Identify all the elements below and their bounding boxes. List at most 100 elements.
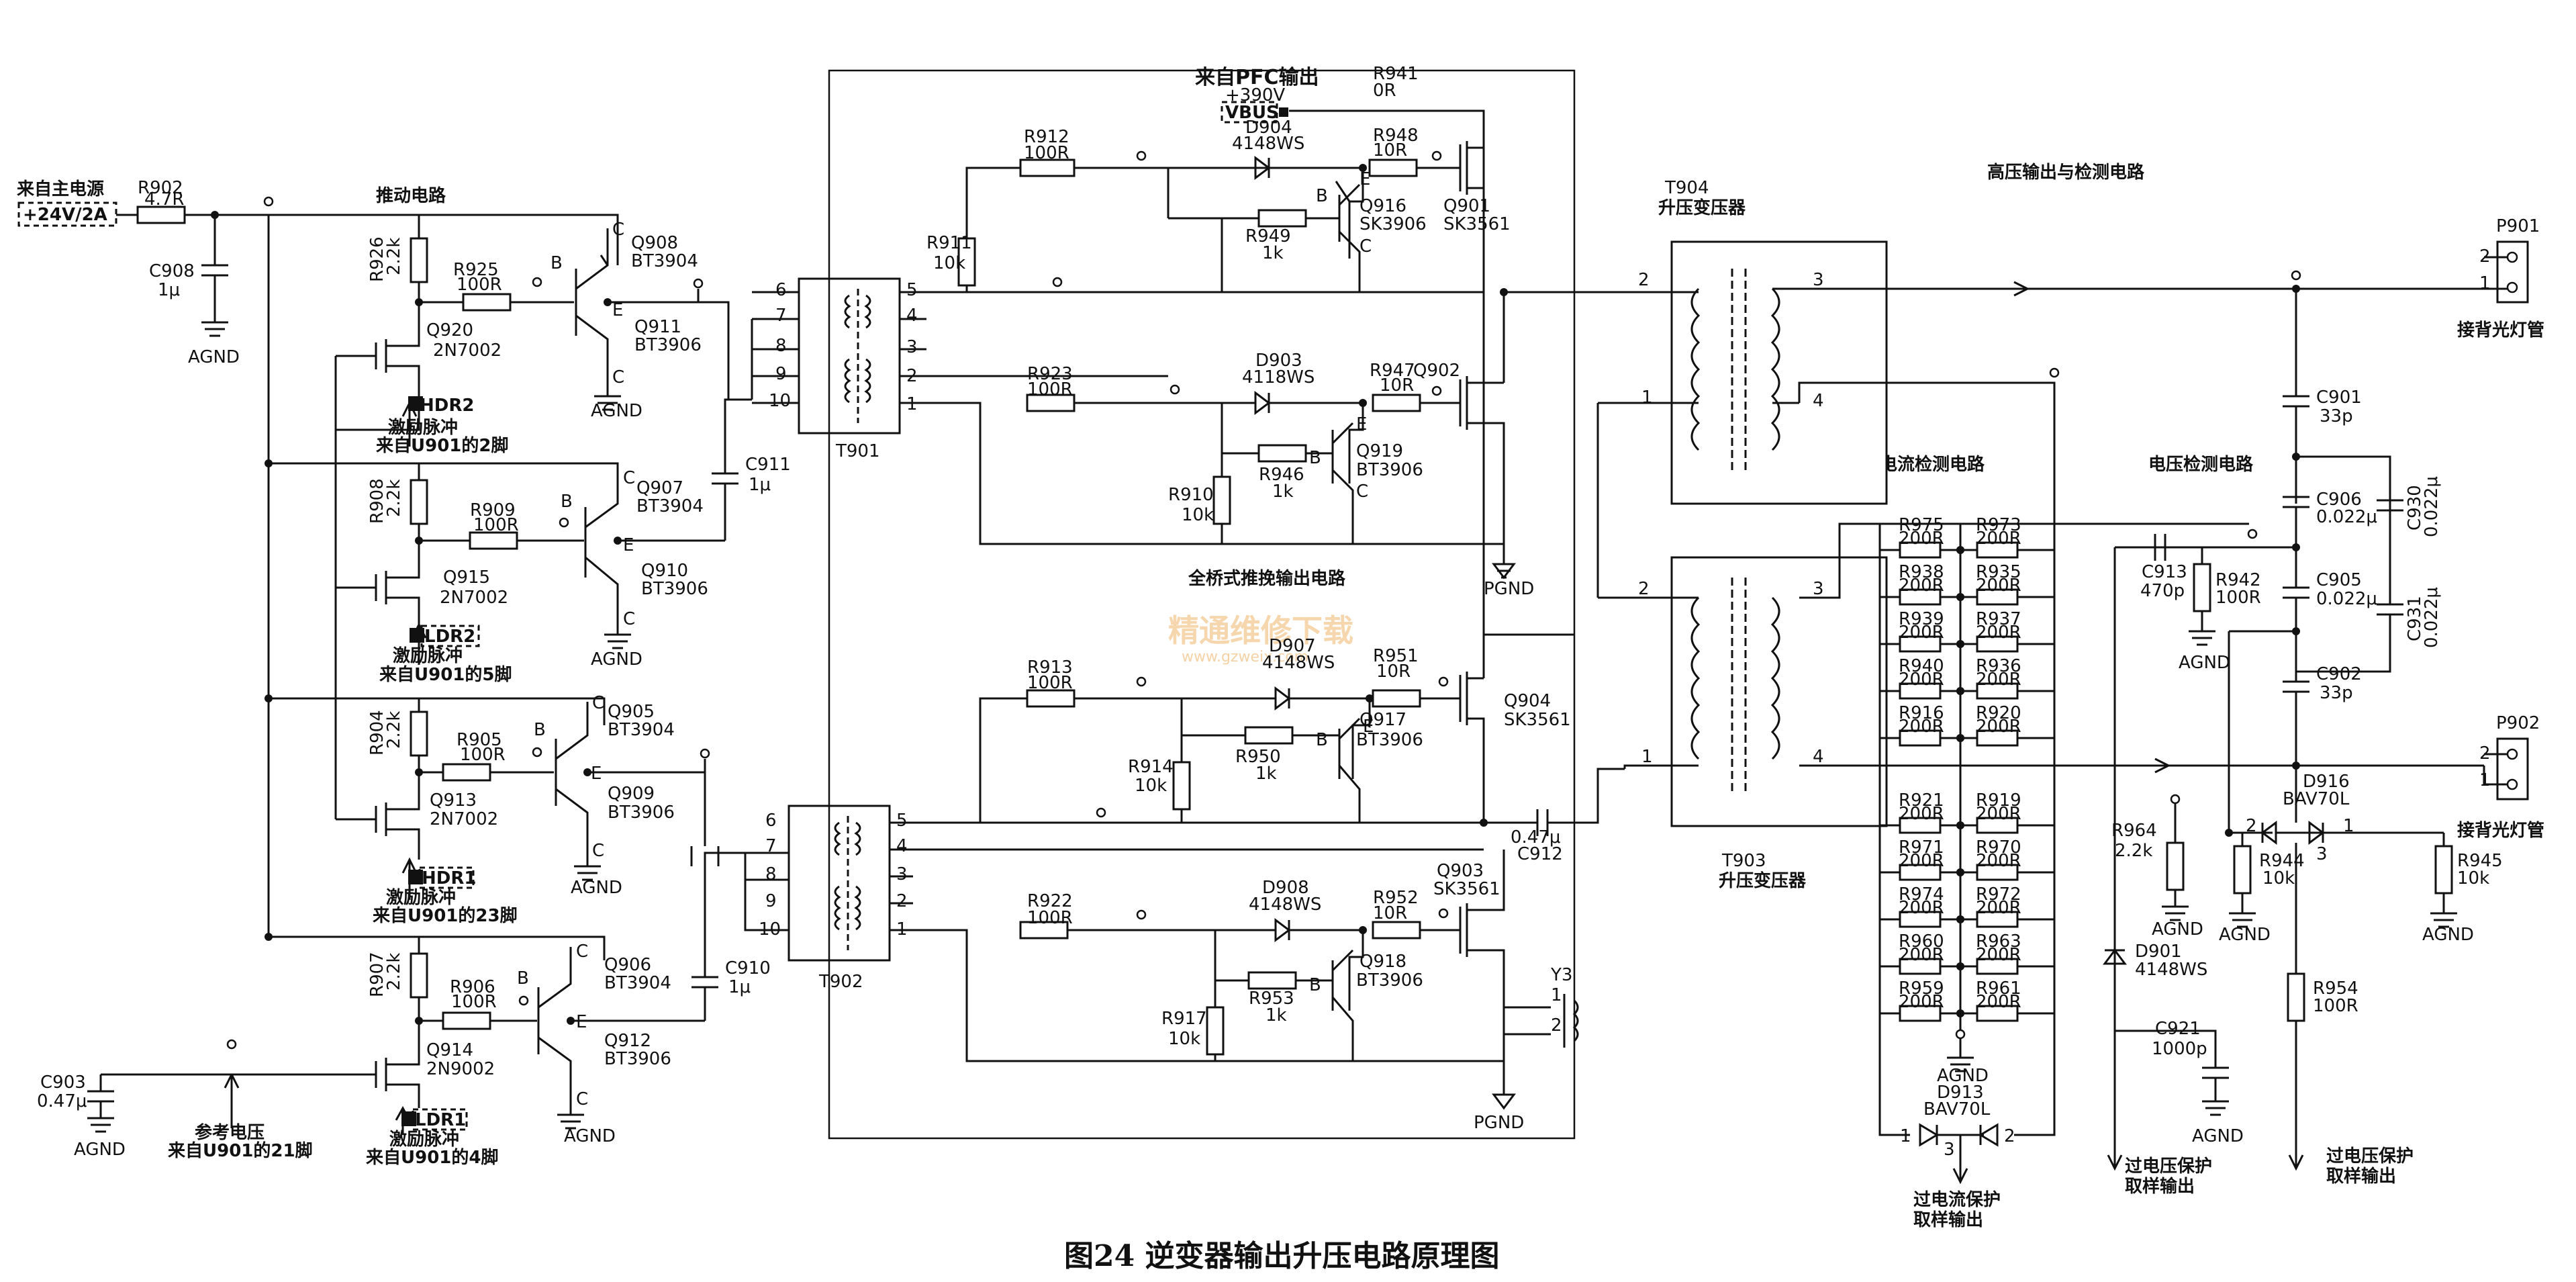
svg-text:100R: 100R [2313, 996, 2358, 1016]
svg-text:Q904: Q904 [1504, 691, 1551, 711]
svg-text:C: C [1359, 236, 1372, 257]
svg-text:R947: R947 [1370, 361, 1415, 381]
svg-text:R952: R952 [1373, 888, 1419, 908]
section-current-detect: 电流检测电路 [1880, 454, 1985, 475]
svg-text:过电流保护: 过电流保护 [1913, 1190, 2001, 1210]
svg-text:SK3561: SK3561 [1433, 879, 1500, 899]
svg-text:R950: R950 [1235, 747, 1281, 767]
svg-text:C: C [592, 841, 604, 861]
svg-text:接背光灯管: 接背光灯管 [2457, 821, 2544, 841]
resistor-label: R921 [1899, 790, 1944, 811]
svg-text:1: 1 [2479, 273, 2491, 293]
svg-text:SK3561: SK3561 [1443, 214, 1511, 234]
svg-text:Q901: Q901 [1443, 196, 1490, 216]
svg-text:BT3906: BT3906 [641, 579, 708, 599]
svg-text:BT3904: BT3904 [636, 496, 704, 516]
svg-text:R925: R925 [453, 260, 499, 280]
svg-text:2N7002: 2N7002 [430, 809, 498, 829]
svg-text:10R: 10R [1376, 661, 1411, 682]
power-rail-label: +24V/2A [23, 205, 107, 225]
svg-text:100R: 100R [460, 745, 506, 765]
connector-P901: 21 P901 接背光灯管 [2457, 216, 2544, 340]
svg-text:T901: T901 [835, 441, 880, 461]
svg-text:激励脉冲: 激励脉冲 [386, 887, 456, 908]
svg-text:C: C [576, 1089, 588, 1109]
svg-text:100R: 100R [1027, 908, 1073, 928]
svg-text:BT3904: BT3904 [604, 973, 671, 993]
svg-text:AGND: AGND [564, 1126, 616, 1146]
svg-text:BAV70L: BAV70L [1923, 1099, 1991, 1119]
resistor-label: R916 [1899, 703, 1944, 723]
svg-text:100R: 100R [473, 515, 519, 535]
svg-text:BT3906: BT3906 [604, 1049, 671, 1069]
svg-text:100R: 100R [1027, 379, 1073, 400]
svg-text:2.2k: 2.2k [384, 953, 404, 991]
svg-text:R964: R964 [2111, 821, 2157, 841]
resistor-label: R919 [1976, 790, 2021, 811]
svg-text:4: 4 [1813, 747, 1824, 767]
svg-text:R948: R948 [1373, 126, 1419, 146]
svg-text:激励脉冲: 激励脉冲 [389, 1129, 459, 1150]
svg-text:4: 4 [1813, 391, 1824, 411]
svg-text:R922: R922 [1027, 891, 1073, 911]
svg-text:过电压保护: 过电压保护 [2326, 1146, 2414, 1166]
svg-text:来自U901的23脚: 来自U901的23脚 [373, 905, 518, 926]
resistor-label: R939 [1899, 609, 1944, 629]
svg-text:3: 3 [1813, 579, 1824, 599]
svg-text:R953: R953 [1249, 989, 1294, 1009]
svg-text:Q907: Q907 [636, 478, 683, 498]
svg-text:4148WS: 4148WS [1262, 653, 1335, 673]
resistor-label: R935 [1976, 562, 2021, 582]
svg-text:6: 6 [775, 280, 787, 300]
current-detect-bank: R975200RR938200RR939200RR940200RR916200R… [1880, 515, 2054, 1022]
svg-text:Q912: Q912 [604, 1031, 651, 1051]
svg-text:8: 8 [765, 864, 777, 884]
svg-text:2: 2 [1638, 579, 1650, 599]
svg-text:AGND: AGND [591, 649, 642, 670]
resistor-value: 200R [1899, 576, 1944, 596]
svg-text:470p: 470p [2140, 581, 2185, 601]
svg-text:E: E [1359, 169, 1370, 189]
svg-text:升压变压器: 升压变压器 [1719, 870, 1807, 891]
resistor-label: R963 [1976, 931, 2021, 952]
svg-text:C: C [612, 220, 624, 240]
pfc-from-label: 来自PFC输出 [1195, 66, 1319, 89]
resistor-value: 200R [1976, 576, 2021, 596]
svg-text:T903: T903 [1721, 851, 1766, 871]
svg-text:2.2k: 2.2k [384, 479, 404, 517]
svg-text:C: C [1356, 482, 1368, 502]
svg-text:B: B [534, 720, 546, 740]
drive-row-3: R904 2.2k R905 100R BCE Q905 BT3904 Q909… [334, 672, 710, 926]
svg-text:T902: T902 [818, 972, 863, 992]
svg-text:D913: D913 [1937, 1083, 1984, 1103]
resistor-label: R961 [1976, 978, 2021, 999]
svg-text:升压变压器: 升压变压器 [1658, 197, 1746, 218]
svg-text:Q906: Q906 [604, 955, 651, 975]
svg-text:2.2k: 2.2k [2115, 841, 2152, 861]
svg-text:C902: C902 [2316, 664, 2362, 684]
resistor-value: 200R [1976, 898, 2021, 918]
connector-P902: 21 P902 接背光灯管 [2457, 713, 2544, 841]
svg-text:4148WS: 4148WS [1232, 134, 1304, 154]
svg-text:R906: R906 [450, 977, 495, 997]
svg-text:HDR1: HDR1 [422, 868, 476, 888]
svg-text:来自U901的4脚: 来自U901的4脚 [366, 1147, 498, 1168]
svg-text:Y3: Y3 [1550, 965, 1572, 985]
svg-text:C905: C905 [2316, 570, 2362, 590]
svg-text:取样输出: 取样输出 [2326, 1166, 2396, 1187]
svg-text:4.7R: 4.7R [144, 189, 184, 210]
svg-text:1: 1 [1900, 1126, 1911, 1146]
resistor-value: 200R [1976, 717, 2021, 737]
svg-text:AGND: AGND [2152, 919, 2203, 940]
svg-text:D907: D907 [1269, 636, 1316, 656]
svg-text:E: E [1363, 717, 1374, 737]
resistor-value: 200R [1976, 804, 2021, 824]
resistor-value: 200R [1899, 992, 1944, 1012]
resistor-value: 200R [1899, 717, 1944, 737]
resistor-value: 200R [1899, 670, 1944, 690]
svg-text:LDR1: LDR1 [415, 1110, 466, 1130]
vbus-net: VBUS [1225, 103, 1279, 123]
resistor-value: 200R [1976, 670, 2021, 690]
svg-text:0R: 0R [1373, 81, 1396, 101]
